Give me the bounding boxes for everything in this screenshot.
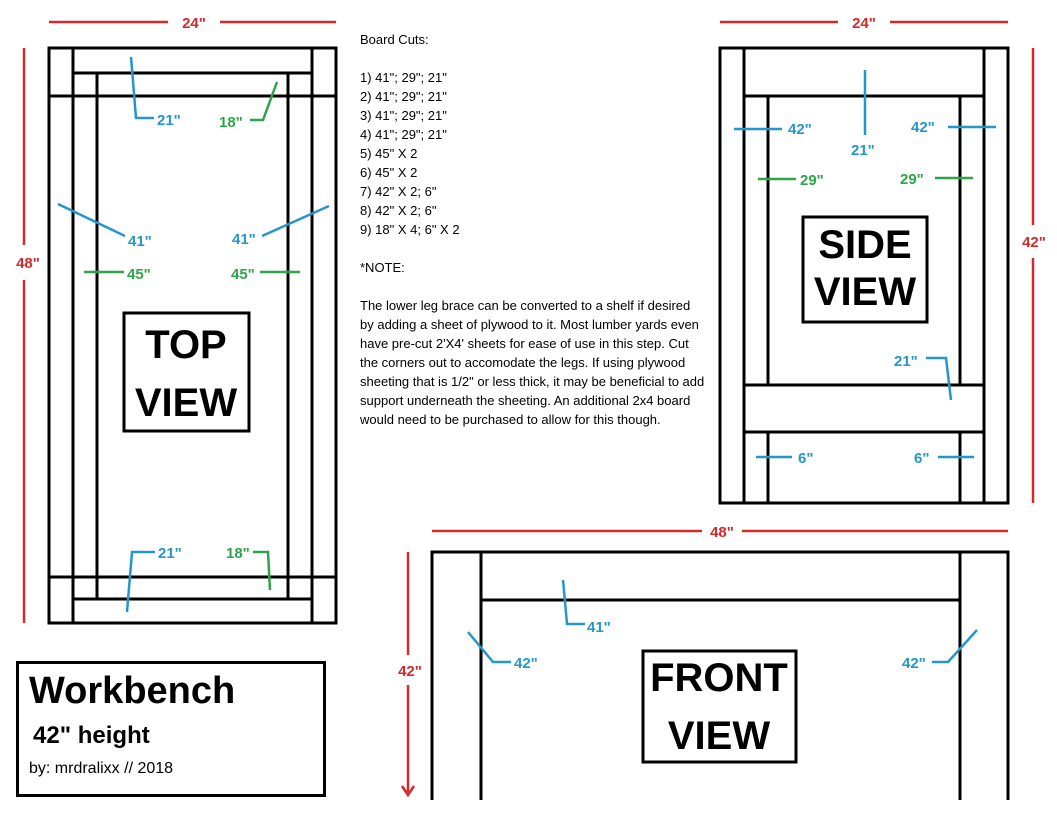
red-dimension-lines — [22, 20, 1035, 798]
top-view-label-line2: VIEW — [135, 381, 237, 425]
top-view-top-21-dim: 21" — [157, 112, 181, 129]
side-view-height-dim: 42" — [1022, 234, 1046, 251]
green-leader-lines — [84, 81, 973, 591]
top-view-top-18-dim: 18" — [219, 114, 243, 131]
board-cut-item: 8) 42" X 2; 6" — [360, 203, 437, 218]
side-view-label-line2: VIEW — [814, 270, 916, 314]
board-cut-item: 2) 41"; 29"; 21" — [360, 89, 447, 104]
board-cut-item: 5) 45" X 2 — [360, 146, 418, 161]
note-heading: *NOTE: — [360, 260, 405, 275]
project-subtitle: 42" height — [33, 722, 150, 749]
top-view-bottom-18-dim: 18" — [226, 545, 250, 562]
board-cut-item: 9) 18" X 4; 6" X 2 — [360, 222, 460, 237]
top-view-left-45-dim: 45" — [127, 266, 151, 283]
side-view-right-6-dim: 6" — [914, 450, 929, 467]
side-view-right-29-dim: 29" — [900, 171, 924, 188]
top-view-right-45-dim: 45" — [231, 266, 255, 283]
blue-leader-lines — [57, 56, 996, 664]
project-byline: by: mrdralixx // 2018 — [29, 760, 174, 777]
side-view-left-29-dim: 29" — [800, 172, 824, 189]
side-view-label-line1: SIDE — [818, 223, 911, 267]
side-view-frame — [718, 46, 1010, 505]
title-block: Workbench 42" height by: mrdralixx // 20… — [16, 661, 326, 797]
front-view-left-42-dim: 42" — [514, 655, 538, 672]
front-view-label-line2: VIEW — [668, 714, 770, 758]
board-cuts-list: 1) 41"; 29"; 21" 2) 41"; 29"; 21" 3) 41"; … — [360, 68, 705, 239]
board-cuts-notes: Board Cuts: 1) 41"; 29"; 21" 2) 41"; 29";… — [360, 30, 705, 429]
top-view-label-line1: TOP — [145, 323, 227, 367]
side-view-center-21-dim: 21" — [851, 142, 875, 159]
top-view-length-dim: 48" — [16, 255, 40, 272]
top-view-right-41-dim: 41" — [232, 231, 256, 248]
top-view-label-box — [122, 311, 251, 433]
note-text: The lower leg brace can be converted to … — [360, 298, 705, 427]
front-view-top-41-dim: 41" — [587, 619, 611, 636]
front-view-right-42-dim: 42" — [902, 655, 926, 672]
board-cut-item: 7) 42" X 2; 6" — [360, 184, 437, 199]
side-view-width-dim: 24" — [852, 15, 876, 32]
top-view-bottom-21-dim: 21" — [158, 545, 182, 562]
board-cut-item: 6) 45" X 2 — [360, 165, 418, 180]
board-cuts-heading: Board Cuts: — [360, 32, 429, 47]
board-cut-item: 1) 41"; 29"; 21" — [360, 70, 447, 85]
side-view-right-42-dim: 42" — [911, 119, 935, 136]
front-view-label-box — [641, 649, 798, 764]
front-view-label-line1: FRONT — [650, 656, 788, 700]
board-cut-item: 4) 41"; 29"; 21" — [360, 127, 447, 142]
side-view-left-42-dim: 42" — [788, 121, 812, 138]
board-cut-item: 3) 41"; 29"; 21" — [360, 108, 447, 123]
top-view-left-41-dim: 41" — [128, 233, 152, 250]
front-view-height-dim: 42" — [398, 663, 422, 680]
side-view-brace-21-dim: 21" — [894, 353, 918, 370]
side-view-label-box — [801, 215, 929, 324]
front-view-width-dim: 48" — [710, 524, 734, 541]
top-view-width-dim: 24" — [182, 15, 206, 32]
project-title: Workbench — [29, 670, 236, 712]
side-view-left-6-dim: 6" — [798, 450, 813, 467]
front-view-frame — [430, 550, 1010, 800]
